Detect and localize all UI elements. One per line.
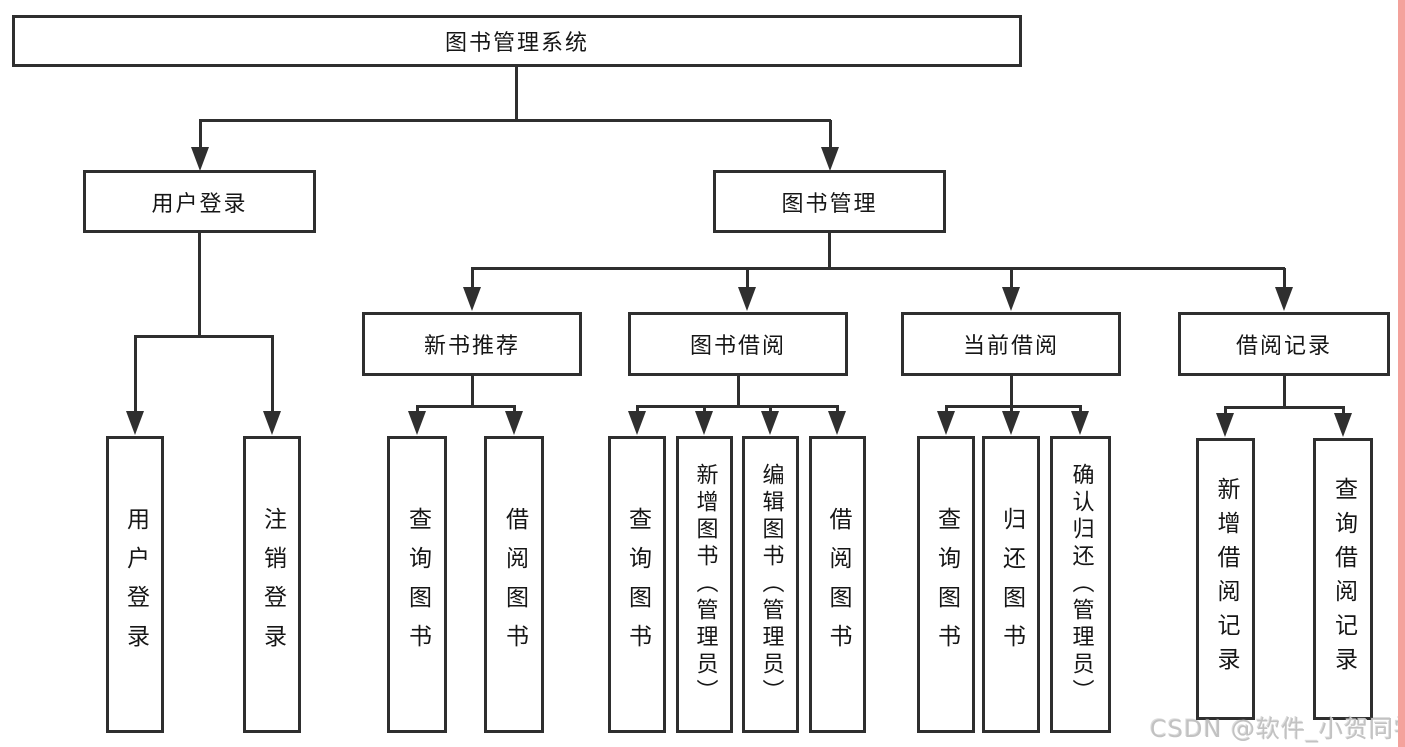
connector-drop [271,336,274,414]
connector-drop [836,406,839,414]
leaf-borrow-books-recommend: 借阅图书 [484,436,544,733]
node-label: 图书借阅 [689,334,786,359]
arrowhead-icon [191,147,209,171]
arrowhead-icon [505,411,523,435]
arrowhead-icon [761,411,779,435]
right-edge-strip [1398,0,1405,747]
leaf-label: 借阅图书 [825,506,851,663]
connector-stem [828,233,831,269]
arrowhead-icon [408,411,426,435]
connector-drop [1224,407,1227,416]
leaf-label: 新增借阅记录 [1213,477,1239,681]
node-root-library-system: 图书管理系统 [12,15,1022,67]
node-user-login: 用户登录 [83,170,316,233]
node-label: 新书推荐 [423,334,520,359]
arrowhead-icon [937,411,955,435]
leaf-query-books-borrowing: 查询图书 [608,436,666,733]
connector-drop [199,120,202,150]
node-book-borrowing: 图书借阅 [628,312,848,376]
connector-drop [1342,407,1345,416]
leaf-label: 用户登录 [122,506,149,663]
connector-drop [746,268,749,292]
arrowhead-icon [1071,411,1089,435]
node-label: 图书管理 [781,191,878,217]
leaf-return-book: 归还图书 [982,436,1040,733]
connector-stem [198,233,201,338]
leaf-confirm-return-admin: 确认归还（管理员） [1050,436,1111,733]
arrowhead-icon [1216,413,1234,437]
leaf-query-borrow-record: 查询借阅记录 [1313,438,1373,720]
connector-drop [1010,268,1013,292]
arrowhead-icon [695,411,713,435]
node-label: 用户登录 [151,191,248,217]
arrowhead-icon [821,147,839,171]
leaf-label: 确认归还（管理员） [1068,463,1094,706]
connector-stem [471,376,474,408]
arrowhead-icon [738,287,756,311]
leaf-borrow-books-borrowing: 借阅图书 [809,436,866,733]
connector-root-branch [199,119,831,122]
node-borrowing-records: 借阅记录 [1178,312,1390,376]
leaf-label: 新增图书（管理员） [692,463,718,706]
leaf-label: 编辑图书（管理员） [758,463,784,706]
node-label: 当前借阅 [962,334,1059,359]
arrowhead-icon [263,411,281,435]
connector-drop [829,120,832,150]
leaf-label: 注销登录 [259,506,286,663]
arrowhead-icon [1275,287,1293,311]
connector-stem [737,376,740,408]
leaf-label: 查询图书 [404,506,431,663]
connector-branch [134,335,274,338]
node-label: 借阅记录 [1235,334,1332,359]
arrowhead-icon [828,411,846,435]
connector-stem [1283,376,1286,409]
connector-drop [1010,406,1013,414]
leaf-label: 归还图书 [998,506,1025,663]
leaf-label: 查询图书 [933,506,960,663]
connector-drop [134,336,137,414]
connector-root-stem [515,67,518,121]
leaf-query-books-recommend: 查询图书 [387,436,447,733]
connector-drop [416,406,419,414]
connector-branch [945,405,1082,408]
arrowhead-icon [463,287,481,311]
node-current-borrowing: 当前借阅 [901,312,1121,376]
arrowhead-icon [1002,411,1020,435]
leaf-label: 查询借阅记录 [1330,477,1357,681]
arrowhead-icon [1334,413,1352,437]
connector-branch [1224,406,1345,409]
connector-branch [416,405,516,408]
arrowhead-icon [628,411,646,435]
connector-drop [636,406,639,414]
connector-drop [471,268,474,292]
csdn-watermark: CSDN @软件_小贺同学 [1150,715,1405,743]
leaf-label: 借阅图书 [501,506,528,663]
node-new-book-recommendation: 新书推荐 [362,312,582,376]
connector-drop [1079,406,1082,414]
arrowhead-icon [1002,287,1020,311]
node-book-management: 图书管理 [713,170,946,233]
leaf-query-books-current: 查询图书 [917,436,975,733]
leaf-logout: 注销登录 [243,436,301,733]
connector-drop [513,406,516,414]
connector-stem [1010,376,1013,408]
leaf-label: 查询图书 [624,506,651,663]
leaf-edit-book-admin: 编辑图书（管理员） [742,436,799,733]
node-label: 图书管理系统 [444,31,589,56]
leaf-add-borrow-record: 新增借阅记录 [1196,438,1255,720]
connector-branch [471,267,1285,270]
leaf-add-book-admin: 新增图书（管理员） [676,436,733,733]
connector-branch [636,405,839,408]
leaf-user-login: 用户登录 [106,436,164,733]
connector-drop [1283,268,1286,292]
arrowhead-icon [126,411,144,435]
connector-drop [769,406,772,414]
connector-drop [703,406,706,414]
connector-drop [945,406,948,414]
